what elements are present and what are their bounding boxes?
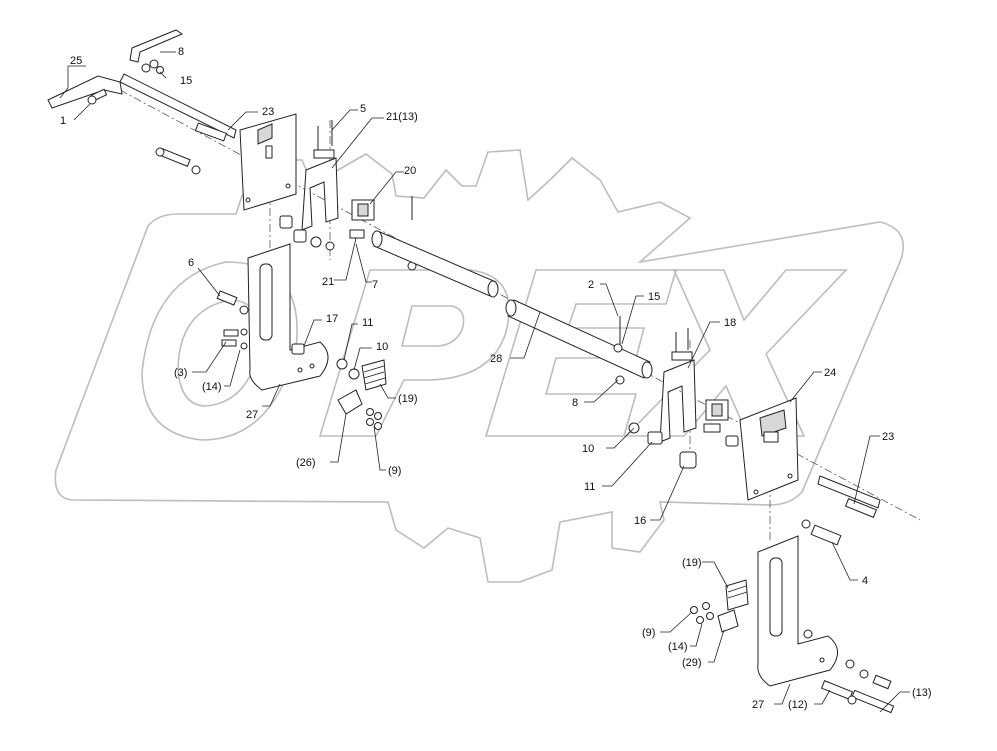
part-25-rod xyxy=(47,75,123,109)
part-19-spring-left xyxy=(361,359,387,391)
callout-14: (14) xyxy=(202,381,222,393)
part-27-arm-left xyxy=(247,243,329,391)
part-1-screw xyxy=(87,88,108,105)
callout-16: 16 xyxy=(634,515,646,527)
callout-23-right: 23 xyxy=(882,431,894,443)
callout-20: 20 xyxy=(404,165,416,177)
callout-6: 6 xyxy=(188,257,194,269)
callout-19: (19) xyxy=(398,393,418,405)
callout-7: 7 xyxy=(372,279,378,291)
callout-15: 15 xyxy=(180,75,192,87)
part-26-clip xyxy=(337,389,363,415)
part-19-spring-right xyxy=(725,579,749,611)
callout-labels: 25 8 15 1 23 5 21(13) 20 6 21 7 17 11 10… xyxy=(60,46,932,711)
callout-8-right: 8 xyxy=(572,397,578,409)
callout-14-right: (14) xyxy=(668,641,688,653)
callout-28: 28 xyxy=(490,353,502,365)
callout-24: 24 xyxy=(824,367,836,379)
parts-9-14-right xyxy=(690,602,714,624)
part-2-bolt xyxy=(613,316,625,385)
callout-29: (29) xyxy=(682,657,702,669)
callout-21: 21 xyxy=(322,276,334,288)
callout-10-right: 10 xyxy=(582,443,594,455)
callout-25: 25 xyxy=(70,55,82,67)
callout-27: 27 xyxy=(246,409,258,421)
part-20-clamp xyxy=(351,196,413,221)
callout-9: (9) xyxy=(388,465,401,477)
callout-27-right: 27 xyxy=(752,699,764,711)
part-clamp-right xyxy=(703,399,729,433)
bolt-left xyxy=(155,147,201,175)
parts-10-11-left xyxy=(336,358,360,380)
callout-3: (3) xyxy=(174,367,187,379)
callout-12: (12) xyxy=(788,699,808,711)
part-9-nuts-left xyxy=(366,408,382,430)
part-4-bolt xyxy=(801,519,842,546)
part-18-bracket xyxy=(659,328,697,443)
callout-4: 4 xyxy=(862,575,868,587)
callout-21-13: 21(13) xyxy=(386,111,418,123)
callout-13: (13) xyxy=(912,687,932,699)
callout-11-right: 11 xyxy=(584,481,595,493)
part-17-pin xyxy=(291,343,305,355)
part-23-rod-right xyxy=(817,475,881,518)
callout-11: 11 xyxy=(362,317,373,329)
callout-19-right: (19) xyxy=(682,557,702,569)
part-5-bolts xyxy=(317,120,333,150)
callout-18: 18 xyxy=(724,317,736,329)
watermark-gear-outline xyxy=(54,149,905,583)
callout-9-right: (9) xyxy=(642,627,655,639)
callout-1: 1 xyxy=(60,115,66,127)
part-28-tube xyxy=(371,230,653,379)
parts-12-13-bolts xyxy=(820,659,895,714)
callout-8: 8 xyxy=(178,46,184,58)
part-23-bracket-upper xyxy=(119,29,237,142)
spacers-upper xyxy=(279,215,335,251)
washers-8-15-upper xyxy=(141,59,164,74)
callout-5: 5 xyxy=(360,103,366,115)
callout-15-right: 15 xyxy=(648,291,660,303)
callout-17: 17 xyxy=(326,313,338,325)
leader-lines xyxy=(59,51,910,713)
callout-26: (26) xyxy=(296,457,316,469)
callout-10: 10 xyxy=(376,341,388,353)
callout-2: 2 xyxy=(588,279,594,291)
part-plate-left xyxy=(239,113,297,211)
part-29-clip xyxy=(717,609,739,633)
part-21-13-bracket xyxy=(301,149,339,231)
part-24-plate xyxy=(725,397,799,501)
part-27-arm-right xyxy=(757,535,838,687)
callout-23: 23 xyxy=(262,106,274,118)
parts-3-14-fasteners xyxy=(221,328,248,350)
